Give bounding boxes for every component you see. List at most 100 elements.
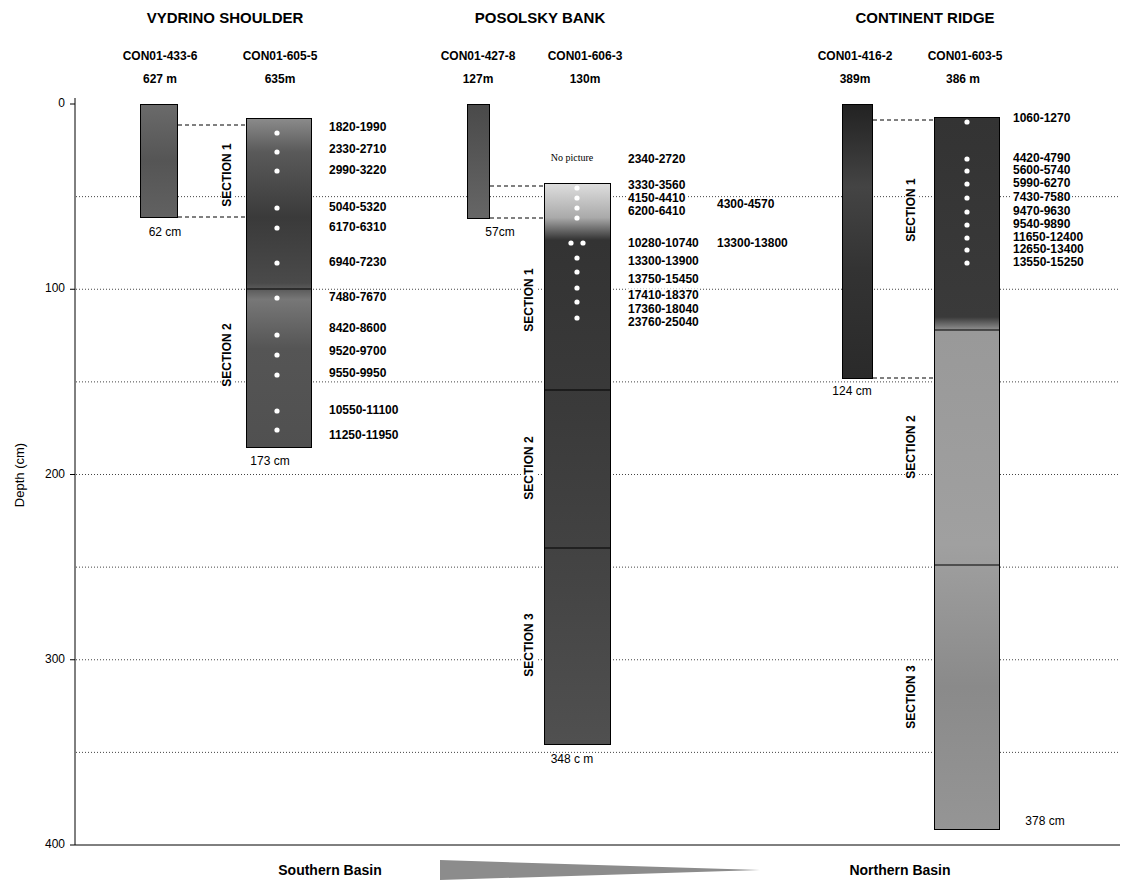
age-range: 11250-11950 bbox=[328, 429, 399, 443]
sample-dot bbox=[580, 240, 585, 245]
core-length: 62 cm bbox=[149, 226, 182, 240]
age-range: 12650-13400 bbox=[1012, 243, 1085, 257]
core-fill bbox=[935, 118, 999, 829]
sample-dot bbox=[274, 225, 279, 230]
sample-dot bbox=[274, 408, 279, 413]
water-depth: 635m bbox=[265, 73, 296, 87]
age-range: 6170-6310 bbox=[328, 221, 387, 235]
tick-label: 200 bbox=[44, 468, 66, 482]
sample-dot bbox=[274, 130, 279, 135]
section-label: SECTION 1 bbox=[523, 267, 537, 332]
basin-wedge bbox=[440, 860, 760, 880]
age-range: 2330-2710 bbox=[328, 143, 387, 157]
age-range: 2990-3220 bbox=[328, 164, 387, 178]
core-image bbox=[468, 105, 489, 218]
section-label: SECTION 3 bbox=[523, 612, 537, 677]
age-range: 13550-15250 bbox=[1012, 256, 1085, 270]
sediment-core: CON01-603-5386 m378 cm bbox=[934, 117, 1000, 830]
tick-label: 300 bbox=[44, 653, 66, 667]
axis-tick bbox=[70, 289, 75, 290]
section-label: SECTION 1 bbox=[221, 142, 235, 207]
age-range: 1060-1270 bbox=[1012, 112, 1071, 126]
section-label: SECTION 3 bbox=[905, 664, 919, 729]
section-label: SECTION 1 bbox=[905, 177, 919, 242]
core-name: CON01-605-5 bbox=[243, 50, 318, 64]
sample-dot bbox=[574, 195, 579, 200]
basin-label: Northern Basin bbox=[848, 862, 951, 878]
age-range: 6200-6410 bbox=[627, 205, 686, 219]
sediment-core: CON01-605-5635m173 cm bbox=[246, 118, 312, 448]
sample-dot bbox=[568, 240, 573, 245]
core-image bbox=[545, 184, 610, 744]
sediment-core: CON01-606-3130m348 c m bbox=[544, 183, 611, 745]
sediment-core: CON01-427-8127m57cm bbox=[467, 104, 490, 219]
sample-dot bbox=[964, 168, 969, 173]
core-fill bbox=[545, 184, 610, 744]
sample-dot bbox=[964, 235, 969, 240]
age-range: 4150-4410 bbox=[627, 192, 686, 206]
water-depth: 127m bbox=[463, 73, 494, 87]
core-fill bbox=[141, 105, 177, 217]
correlation-line bbox=[873, 378, 934, 379]
section-boundary bbox=[935, 329, 999, 330]
age-range: 3330-3560 bbox=[627, 179, 686, 193]
age-range: 8420-8600 bbox=[328, 322, 387, 336]
sample-dot bbox=[274, 205, 279, 210]
sediment-core: CON01-433-6627 m62 cm bbox=[140, 104, 178, 218]
age-range: 13300-13800 bbox=[716, 237, 789, 251]
age-range: 1820-1990 bbox=[328, 121, 387, 135]
tick-label: 100 bbox=[44, 282, 66, 296]
sample-dot bbox=[274, 352, 279, 357]
sample-dot bbox=[574, 315, 579, 320]
correlation-line bbox=[490, 186, 544, 187]
age-range: 9520-9700 bbox=[328, 345, 387, 359]
age-range: 4300-4570 bbox=[716, 198, 775, 212]
water-depth: 627 m bbox=[143, 73, 177, 87]
axis-tick bbox=[70, 659, 75, 660]
x-axis bbox=[75, 845, 1120, 846]
sample-dot bbox=[274, 149, 279, 154]
section-label: SECTION 2 bbox=[221, 322, 235, 387]
sample-dot bbox=[964, 195, 969, 200]
age-range: 23760-25040 bbox=[627, 316, 700, 330]
core-name: CON01-606-3 bbox=[548, 50, 623, 64]
age-range: 5990-6270 bbox=[1012, 177, 1071, 191]
core-length: 378 cm bbox=[1025, 815, 1064, 829]
core-length: 124 cm bbox=[832, 385, 871, 399]
sample-dot bbox=[964, 209, 969, 214]
group-heading: POSOLSKY BANK bbox=[474, 9, 607, 26]
core-image bbox=[247, 119, 311, 447]
sample-dot bbox=[574, 285, 579, 290]
age-range: 13300-13900 bbox=[627, 255, 700, 269]
tick-label: 0 bbox=[57, 97, 66, 111]
sample-dot bbox=[964, 247, 969, 252]
age-range: 10280-10740 bbox=[627, 237, 700, 251]
correlation-line bbox=[178, 125, 246, 126]
sample-dot bbox=[274, 372, 279, 377]
section-boundary bbox=[545, 547, 610, 548]
group-heading: CONTINENT RIDGE bbox=[854, 9, 995, 26]
sample-dot bbox=[574, 215, 579, 220]
age-range: 17410-18370 bbox=[627, 289, 700, 303]
age-range: 13750-15450 bbox=[627, 273, 700, 287]
section-boundary bbox=[545, 389, 610, 390]
core-image bbox=[935, 118, 999, 829]
sediment-core: CON01-416-2389m124 cm bbox=[842, 104, 873, 379]
age-range: 10550-11100 bbox=[328, 404, 399, 418]
age-range: 9550-9950 bbox=[328, 367, 387, 381]
section-boundary bbox=[247, 288, 311, 289]
axis-title: Depth (cm) bbox=[13, 442, 28, 508]
axis-tick bbox=[70, 845, 75, 846]
section-boundary bbox=[935, 564, 999, 565]
core-image bbox=[843, 105, 872, 378]
sample-dot bbox=[574, 255, 579, 260]
core-fill bbox=[468, 105, 489, 218]
correlation-line bbox=[490, 218, 544, 219]
core-name: CON01-603-5 bbox=[928, 50, 1003, 64]
sample-dot bbox=[274, 427, 279, 432]
sample-dot bbox=[574, 299, 579, 304]
correlation-line bbox=[178, 217, 246, 218]
sample-dot bbox=[274, 260, 279, 265]
